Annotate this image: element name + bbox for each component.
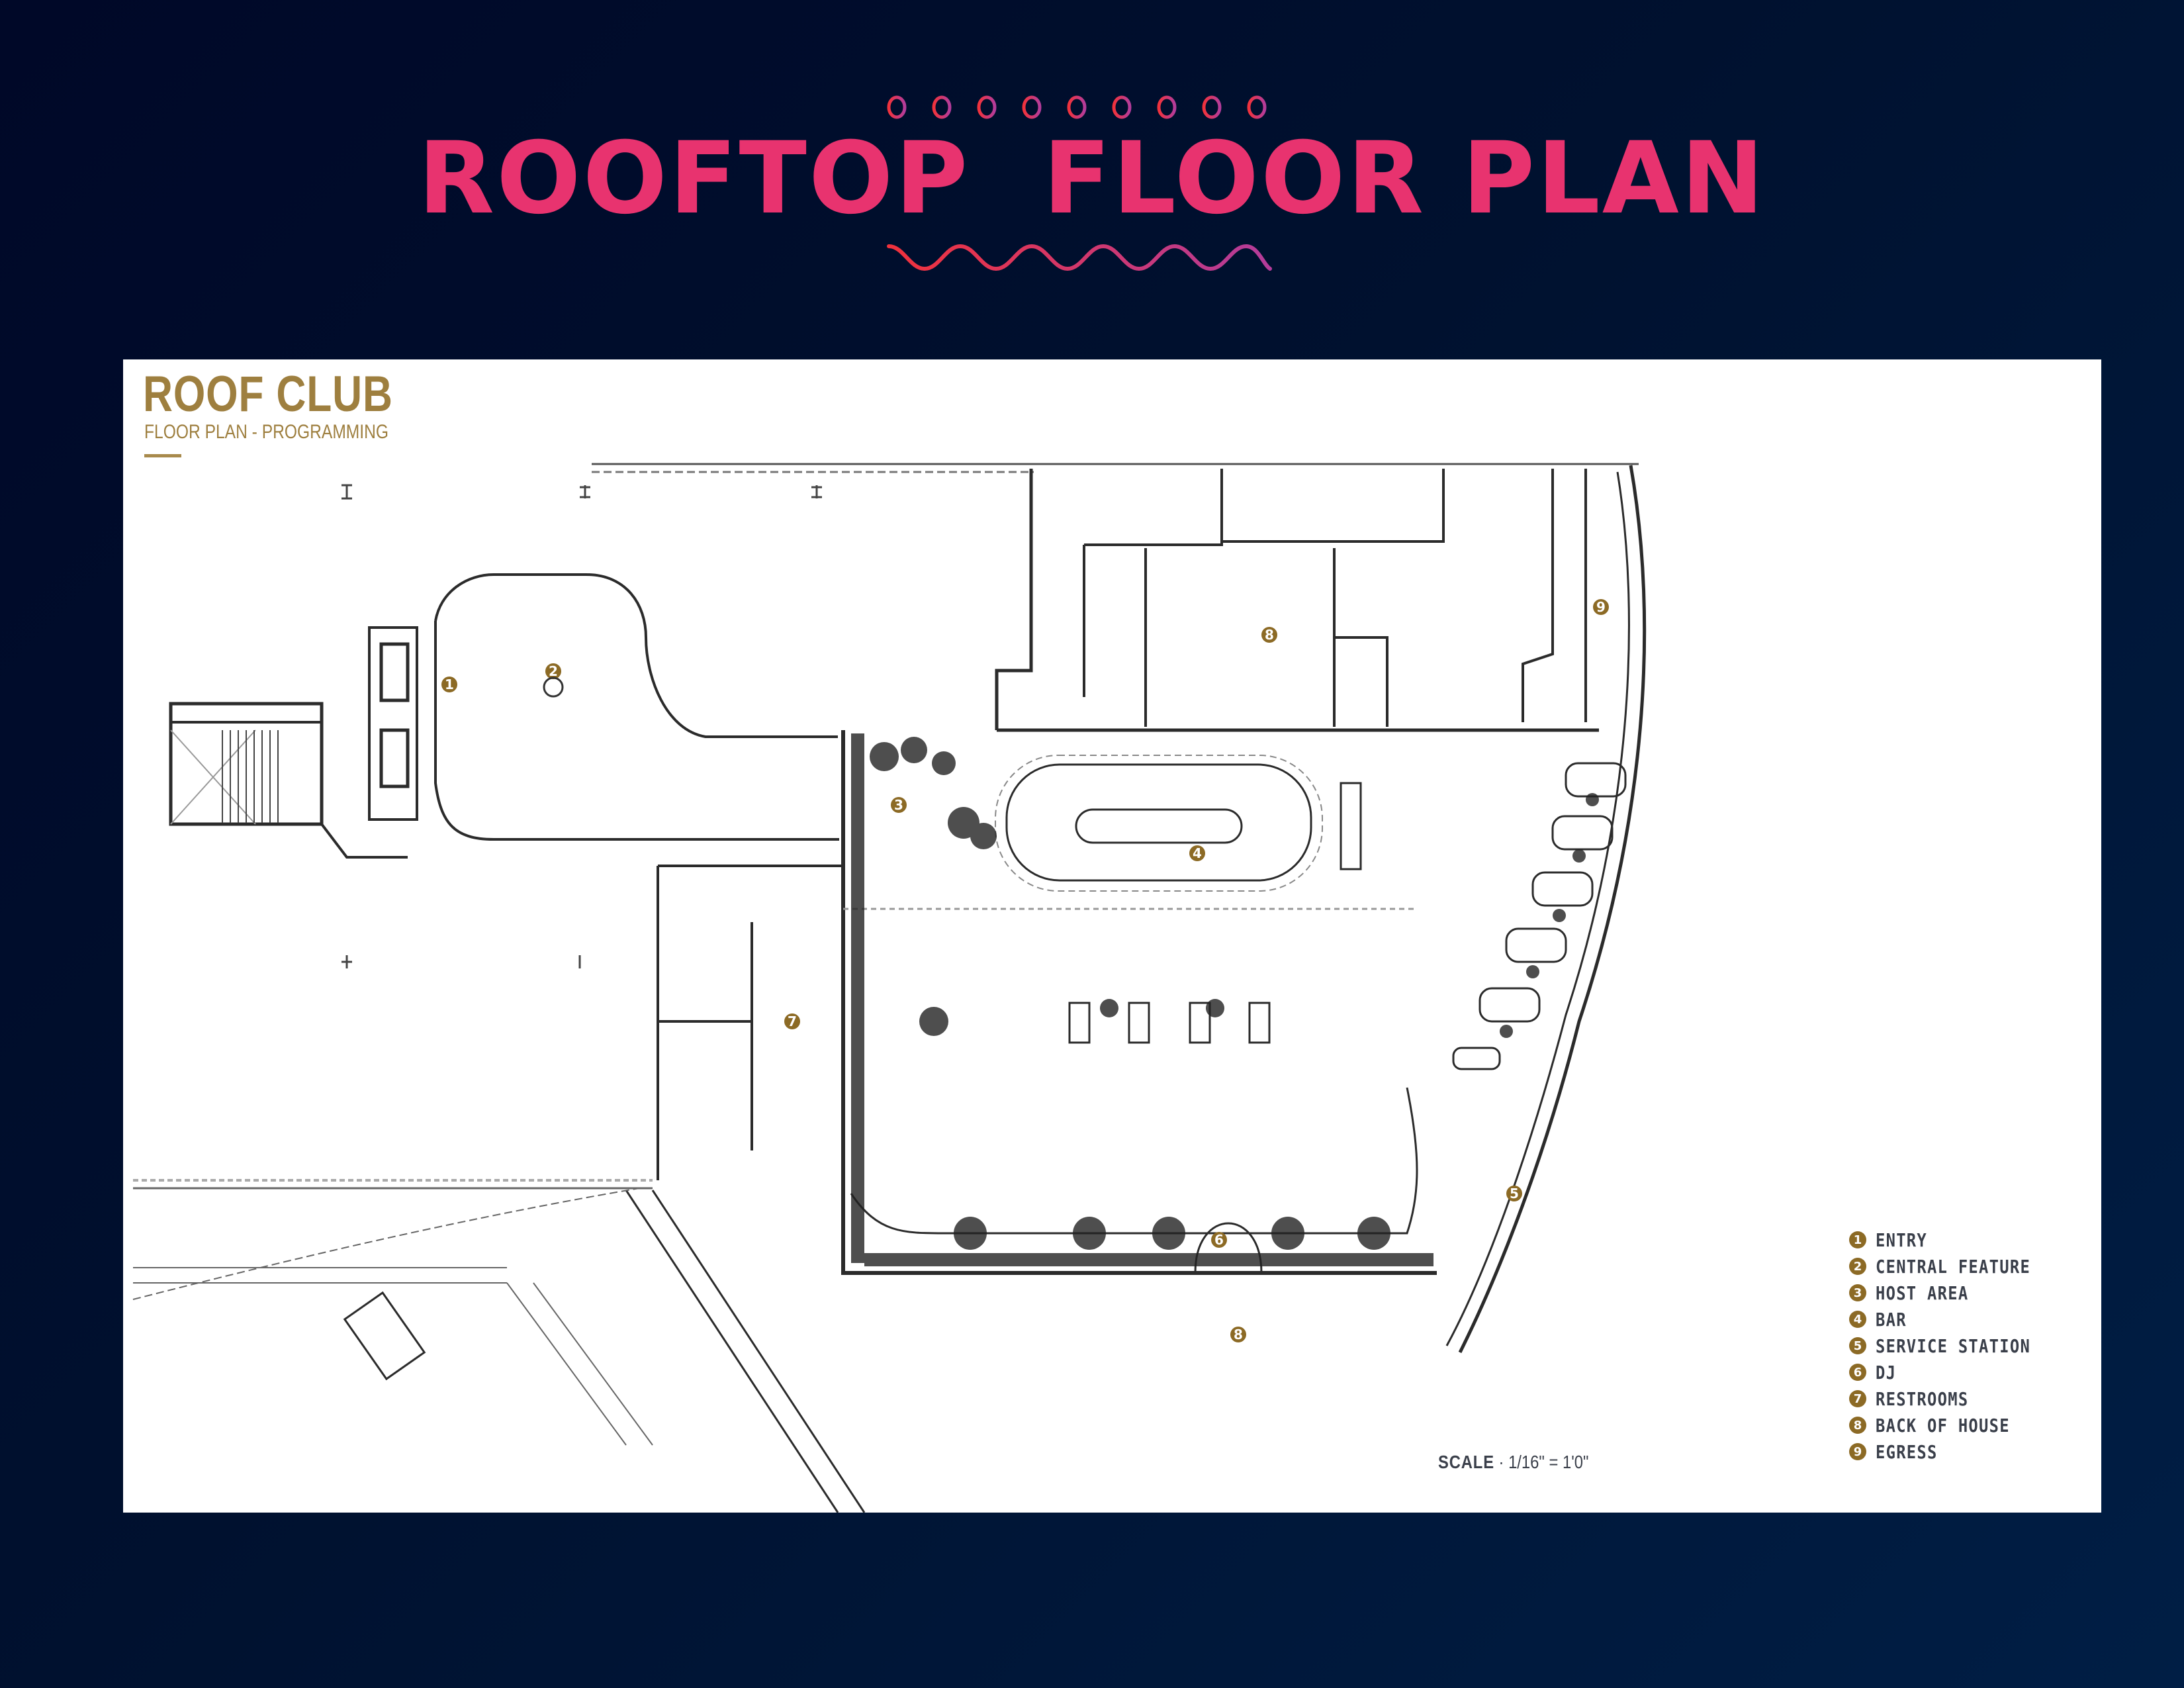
svg-text:9: 9 (1596, 599, 1606, 615)
legend-item-restrooms: 7 RESTROOMS (1849, 1385, 2058, 1412)
legend-marker-icon: 5 (1849, 1337, 1866, 1354)
svg-text:6: 6 (1214, 1232, 1224, 1248)
legend-marker-icon: 3 (1849, 1284, 1866, 1301)
legend: 1 ENTRY 2 CENTRAL FEATURE 3 HOST AREA 4 … (1849, 1227, 2058, 1465)
circles-ornament-icon (887, 95, 1267, 119)
svg-text:2: 2 (549, 663, 558, 679)
title-rule (144, 454, 181, 457)
legend-marker-icon: 9 (1849, 1443, 1866, 1460)
plan-subtitle: FLOOR PLAN - PROGRAMMING (144, 421, 389, 443)
legend-item-egress: 9 EGRESS (1849, 1438, 2058, 1465)
legend-item-bar: 4 BAR (1849, 1306, 2058, 1333)
legend-marker-icon: 2 (1849, 1258, 1866, 1275)
legend-item-central-feature: 2 CENTRAL FEATURE (1849, 1253, 2058, 1280)
legend-marker-icon: 6 (1849, 1364, 1866, 1381)
plan-title: ROOF CLUB (143, 366, 393, 422)
area-markers: 1 2 3 4 5 6 7 8 8 9 (441, 599, 1609, 1342)
legend-marker-icon: 8 (1849, 1417, 1866, 1434)
floor-plan-card: 1 2 3 4 5 6 7 8 8 9 ROOF CLUB FLOOR PLAN… (123, 359, 2101, 1513)
svg-text:3: 3 (894, 797, 903, 813)
page-header: ROOFTOP FLOOR PLAN (0, 0, 2184, 278)
svg-text:1: 1 (445, 677, 454, 692)
legend-marker-icon: 4 (1849, 1311, 1866, 1328)
legend-item-host-area: 3 HOST AREA (1849, 1280, 2058, 1306)
scale-note: SCALE · 1/16" = 1'0" (1438, 1452, 1588, 1473)
svg-text:5: 5 (1510, 1186, 1519, 1201)
page-title: ROOFTOP FLOOR PLAN (418, 121, 1766, 236)
svg-text:8: 8 (1234, 1327, 1243, 1342)
svg-text:8: 8 (1265, 627, 1274, 643)
legend-item-service-station: 5 SERVICE STATION (1849, 1333, 2058, 1359)
scale-label: SCALE (1438, 1452, 1494, 1472)
floor-plan-drawing: 1 2 3 4 5 6 7 8 8 9 (132, 463, 1647, 1513)
wave-ornament-icon (887, 244, 1272, 271)
svg-text:4: 4 (1193, 845, 1202, 861)
legend-marker-icon: 7 (1849, 1390, 1866, 1407)
legend-item-back-of-house: 8 BACK OF HOUSE (1849, 1412, 2058, 1438)
svg-text:7: 7 (788, 1013, 797, 1029)
legend-item-entry: 1 ENTRY (1849, 1227, 2058, 1253)
legend-item-dj: 6 DJ (1849, 1359, 2058, 1385)
legend-marker-icon: 1 (1849, 1231, 1866, 1248)
scale-value: · 1/16" = 1'0" (1498, 1452, 1589, 1472)
